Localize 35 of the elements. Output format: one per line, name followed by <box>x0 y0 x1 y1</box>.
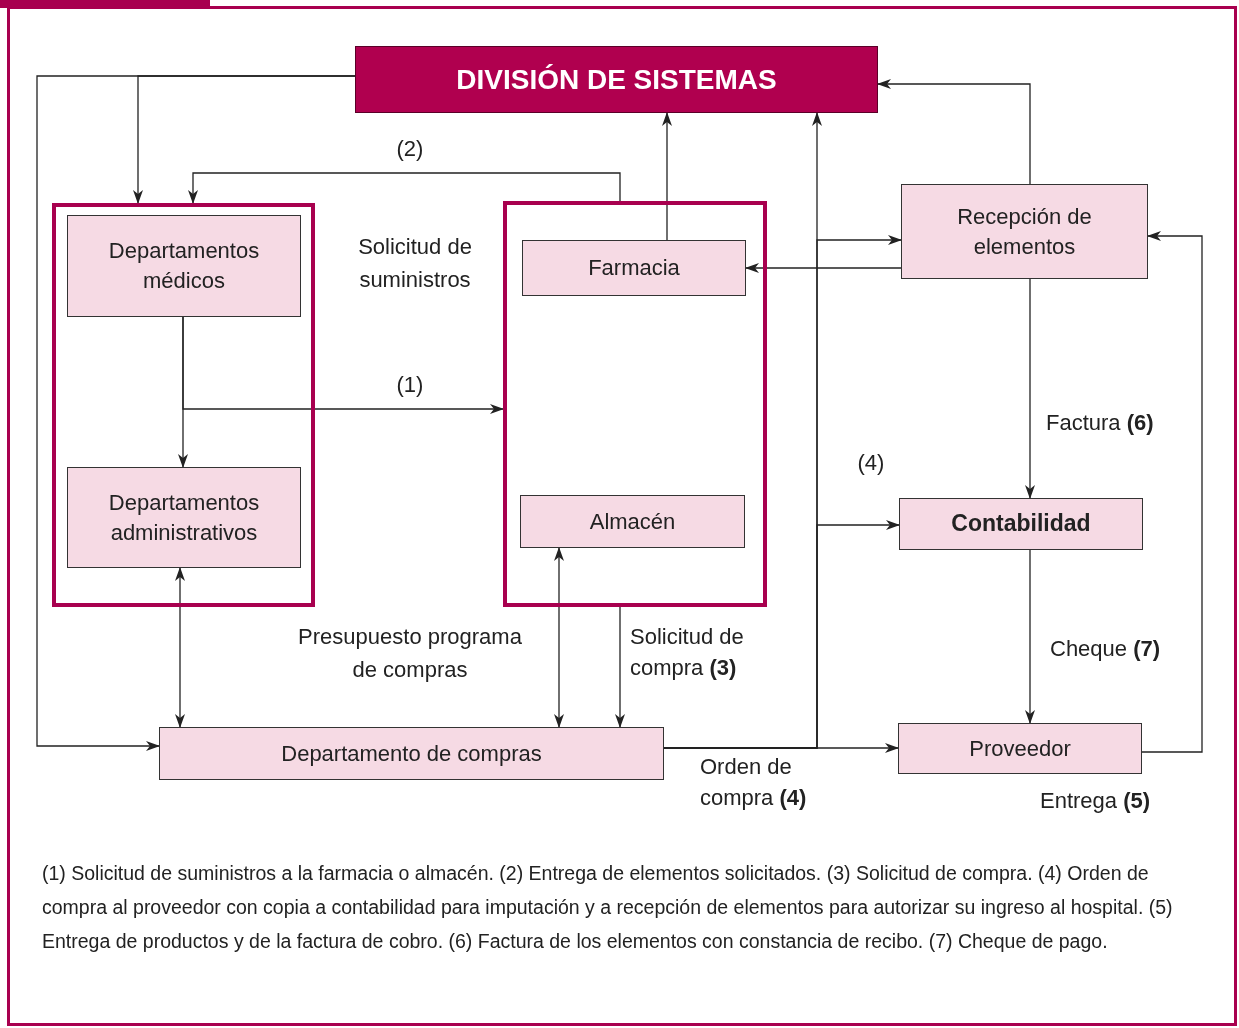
process-box <box>159 727 664 780</box>
arrow <box>1141 231 1203 753</box>
group-frame <box>52 203 315 607</box>
process-box <box>67 467 301 568</box>
arrow <box>182 316 504 414</box>
node-label: Departamento de compras <box>281 739 542 768</box>
process-box <box>522 240 746 296</box>
flow-note: Solicitud de suministros <box>357 233 473 294</box>
arrow <box>877 79 1031 185</box>
node-label: Contabilidad <box>951 509 1091 539</box>
node-label: Almacén <box>589 507 676 536</box>
process-box <box>899 498 1143 550</box>
node-label: Farmacia <box>588 254 680 283</box>
process-box <box>67 215 301 317</box>
process-box <box>520 495 745 548</box>
header-box <box>355 46 878 113</box>
node-label: Proveedor <box>969 734 1071 763</box>
arrow <box>662 112 672 241</box>
arrow <box>615 606 625 728</box>
node-label: DIVISIÓN DE SISTEMAS <box>456 62 777 97</box>
node-label: Departamentos médicos <box>107 237 261 295</box>
arrow <box>554 547 564 728</box>
node-label: Recepción de elementos <box>956 202 1093 261</box>
group-frame <box>503 201 767 607</box>
arrow <box>1025 549 1035 724</box>
arrow <box>175 567 185 728</box>
process-box <box>898 723 1142 774</box>
arrow <box>36 75 356 751</box>
process-box <box>901 184 1148 279</box>
arrow <box>188 172 621 204</box>
arrow <box>1025 278 1035 499</box>
caption: (1) Solicitud de suministros a la farmacia o almacén. (2) Entrega de elementos solicitados. (3) Solicitud de compra. (4) Orden de compra al proveedor con copia a contabilidad para imputación y a recepción de elementos para autorizar su ingreso al hospital. (5) Entrega de productos y de la factura de cobro. (6) Factura de los elementos con constancia de recibo. (7) Cheque de pago. <box>42 861 1174 954</box>
node-label: Departamentos administrativos <box>107 488 261 547</box>
arrow <box>745 263 902 273</box>
flow-note: Presupuesto programa de compras <box>297 623 523 684</box>
